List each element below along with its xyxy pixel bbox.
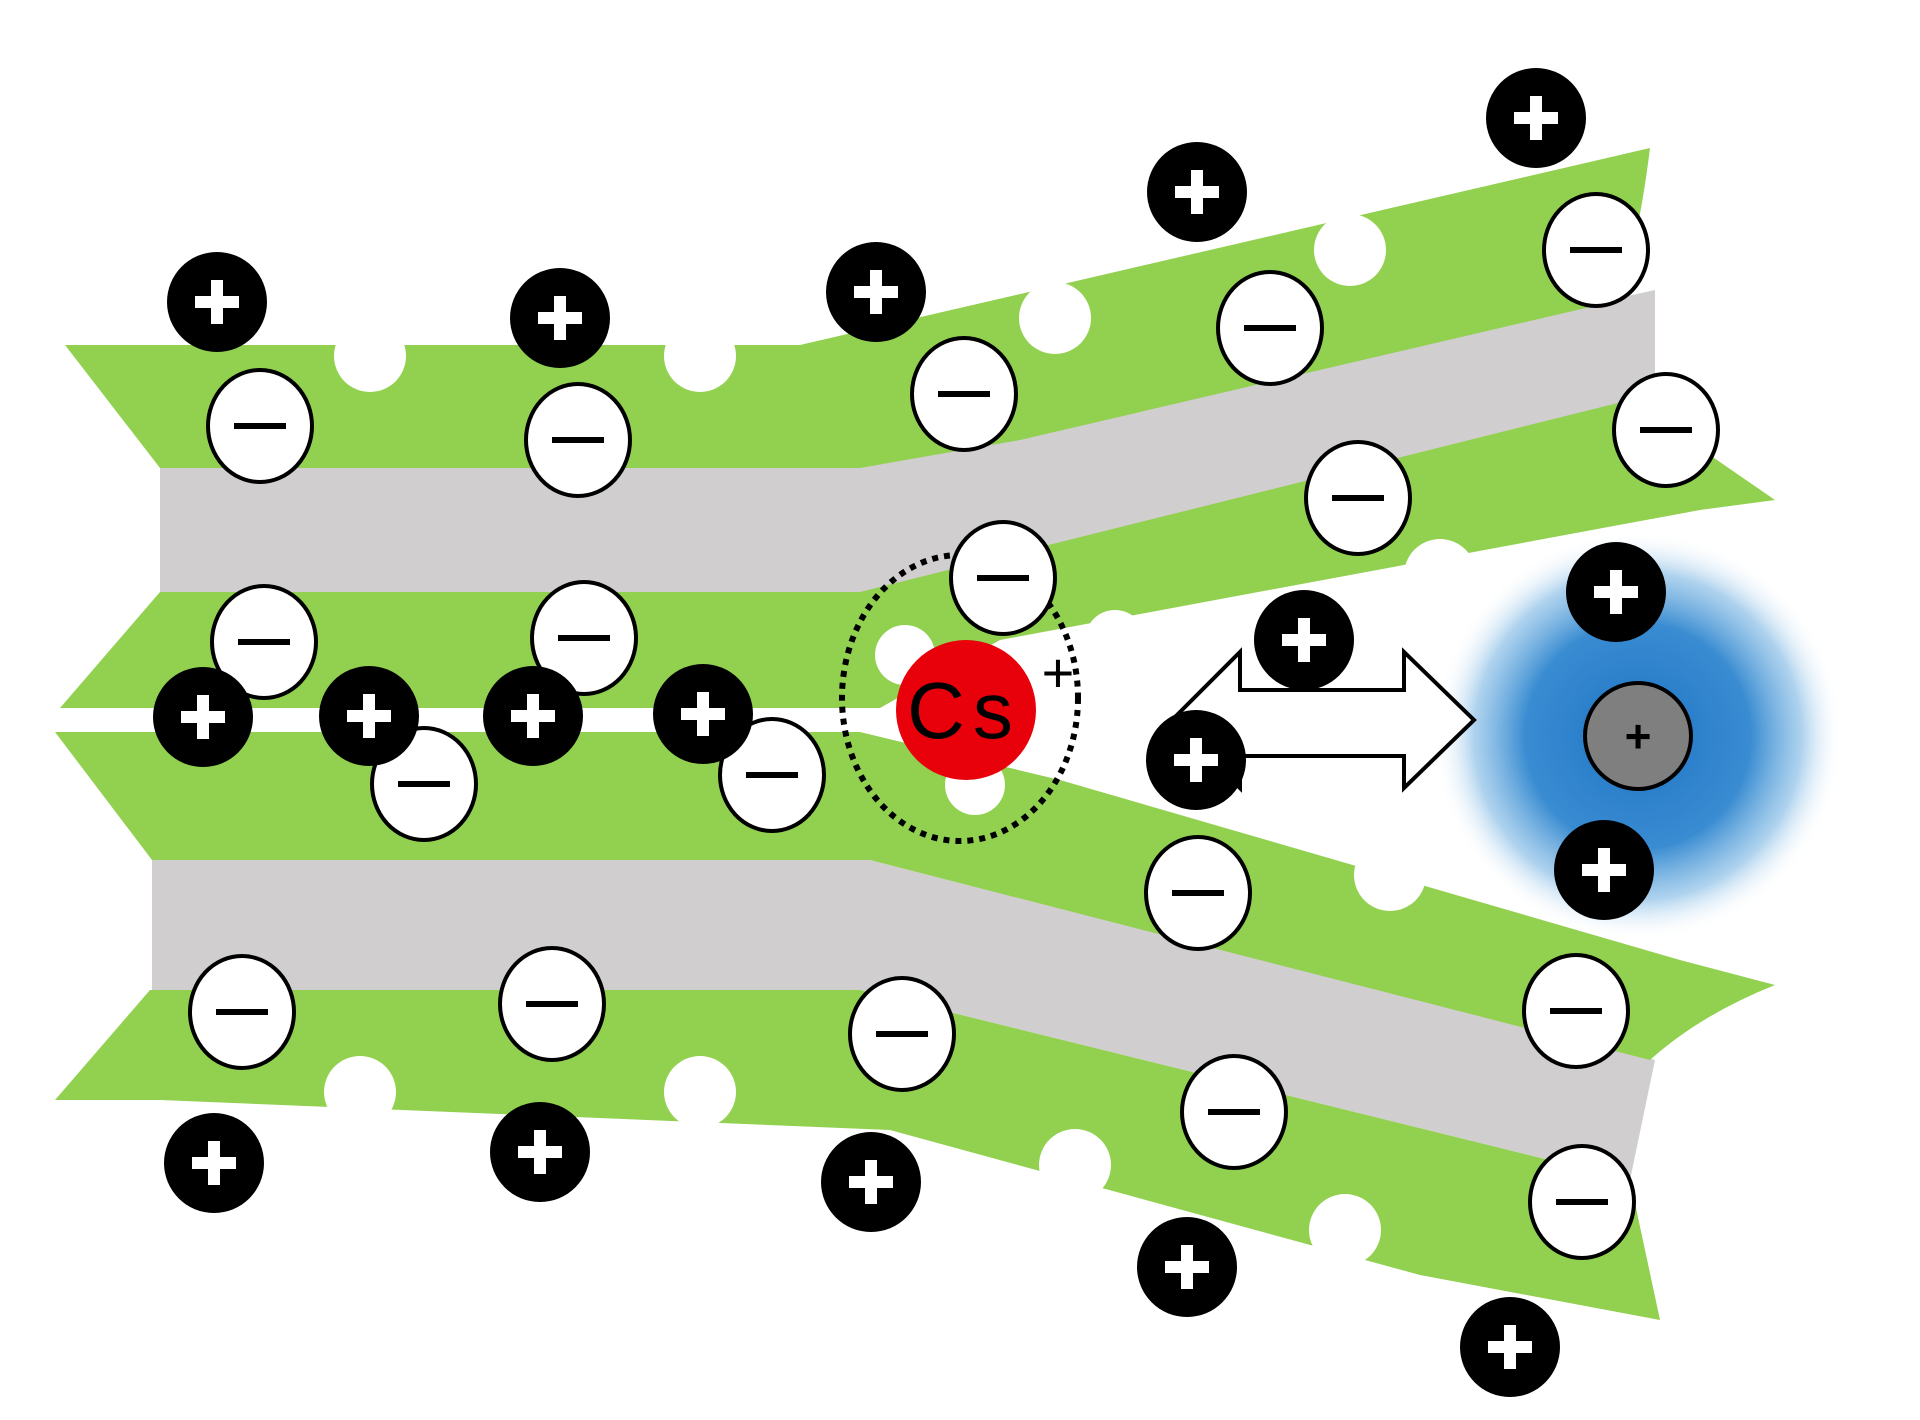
anion-site — [188, 954, 296, 1070]
cation-site — [1147, 142, 1247, 242]
cation-site — [490, 1102, 590, 1202]
minus-sign — [216, 1009, 268, 1015]
minus-sign — [1640, 427, 1692, 433]
cesium-charge: + — [1042, 641, 1075, 704]
cation-sites — [153, 68, 1666, 1397]
cation-site — [319, 666, 419, 766]
minus-sign — [977, 575, 1029, 581]
interlayer-band-lower — [152, 860, 1655, 1180]
hydrated-cation-core — [1583, 681, 1693, 791]
cesium-ion: Cs + — [839, 552, 1081, 844]
cesium-symbol: Cs — [907, 666, 1021, 755]
minus-sign — [1332, 495, 1384, 501]
cation-site — [1460, 1297, 1560, 1397]
minus-sign — [398, 781, 450, 787]
cation-site — [167, 252, 267, 352]
minus-sign — [552, 437, 604, 443]
minus-sign — [526, 1001, 578, 1007]
anion-site — [210, 584, 318, 700]
anion-site — [1612, 372, 1720, 488]
clay-layer-4 — [55, 990, 1660, 1320]
anion-site — [1180, 1054, 1288, 1170]
clay-layer-3 — [55, 732, 1775, 1060]
anion-site — [848, 976, 956, 1092]
anion-site — [530, 580, 638, 696]
anion-site — [718, 717, 826, 833]
cation-site — [483, 666, 583, 766]
cation-site — [153, 667, 253, 767]
cation-site — [826, 242, 926, 342]
cation-site — [510, 268, 610, 368]
minus-sign — [1550, 1008, 1602, 1014]
minus-sign — [558, 635, 610, 641]
hydrated-cation: + — [1433, 531, 1843, 941]
minus-sign — [1172, 890, 1224, 896]
anion-site — [498, 946, 606, 1062]
exchange-site-bumps — [324, 214, 1676, 1266]
minus-sign — [876, 1031, 928, 1037]
cesium-ion-circle — [896, 640, 1036, 780]
cation-site — [653, 664, 753, 764]
cation-site — [821, 1132, 921, 1232]
cation-site — [164, 1113, 264, 1213]
minus-sign — [1208, 1109, 1260, 1115]
anion-site — [1144, 835, 1252, 951]
minus-sign — [1570, 247, 1622, 253]
anion-site — [206, 368, 314, 484]
anion-site — [910, 336, 1018, 452]
minus-sign — [238, 639, 290, 645]
minus-sign — [746, 772, 798, 778]
anion-site — [949, 520, 1057, 636]
cation-site — [1554, 820, 1654, 920]
anion-site — [1216, 270, 1324, 386]
anion-site — [524, 382, 632, 498]
cation-site — [1254, 590, 1354, 690]
anion-site — [1542, 192, 1650, 308]
anion-sites — [188, 192, 1720, 1260]
anion-site — [1304, 440, 1412, 556]
minus-sign — [234, 423, 286, 429]
cation-site — [1146, 710, 1246, 810]
anion-site — [1522, 953, 1630, 1069]
minus-sign — [938, 391, 990, 397]
cation-site — [1566, 542, 1666, 642]
cation-site — [1486, 68, 1586, 168]
clay-layer-1 — [65, 148, 1650, 468]
minus-sign — [1244, 325, 1296, 331]
cation-site — [1137, 1217, 1237, 1317]
hydrated-cation-charge: + — [1625, 710, 1652, 762]
anion-site — [1528, 1144, 1636, 1260]
minus-sign — [1556, 1199, 1608, 1205]
